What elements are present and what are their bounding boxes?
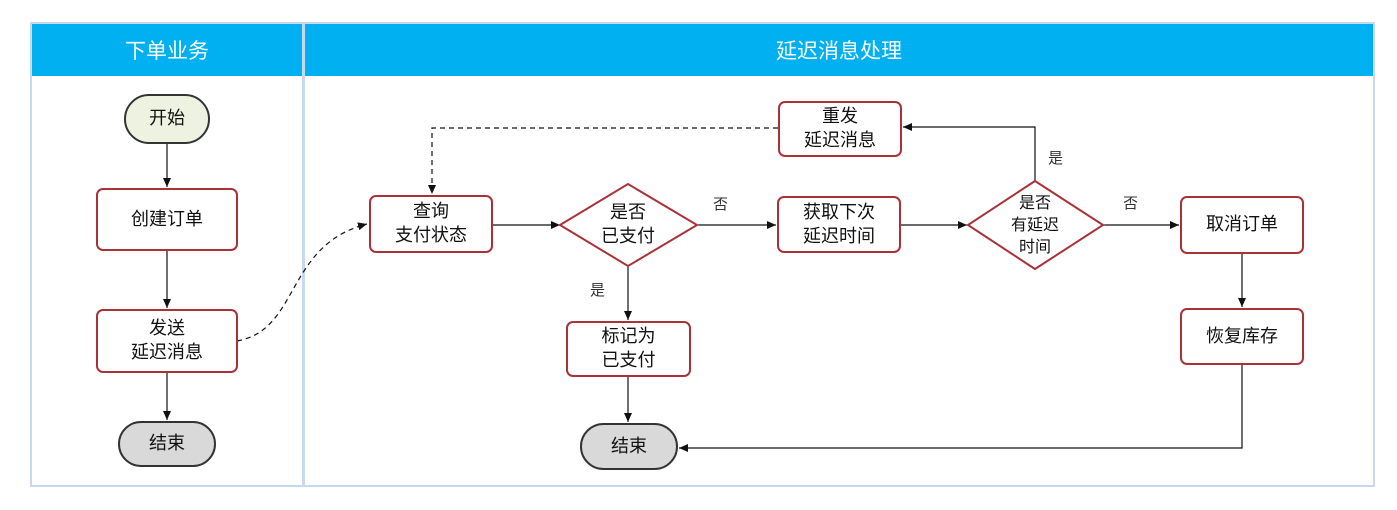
restore-stock-label: 恢复库存 (1206, 325, 1278, 347)
resend-line1: 重发 (822, 106, 858, 127)
left-end-node: 结束 (118, 421, 216, 467)
resend-line2: 延迟消息 (804, 130, 876, 151)
start-node: 开始 (124, 94, 210, 144)
edge-label-delay-yes: 是 (1048, 149, 1064, 167)
send-delay-message-node: 发送 延迟消息 (96, 309, 238, 373)
right-end-label: 结束 (611, 435, 647, 457)
mark-label-line1: 标记为 (601, 326, 656, 347)
next-delay-node: 获取下次 延迟时间 (777, 196, 901, 253)
mark-label-line2: 已支付 (601, 350, 656, 371)
delay-decision-diamond (966, 179, 1105, 271)
query-label-line2: 支付状态 (395, 225, 467, 246)
lane-divider (302, 22, 305, 487)
paid-q-line1: 是否 (610, 202, 646, 223)
edge-resend-query (428, 127, 778, 194)
paid-decision-diamond (558, 182, 699, 268)
restore-stock-node: 恢复库存 (1180, 308, 1304, 365)
edge-label-paid-no: 否 (713, 195, 729, 213)
resend-delay-node: 重发 延迟消息 (778, 101, 902, 157)
lane-header-delay: 延迟消息处理 (305, 24, 1373, 76)
edge-restore-end (679, 365, 1243, 452)
send-delay-label-line2: 延迟消息 (131, 342, 203, 363)
start-label: 开始 (149, 108, 185, 129)
edge-label-delay-no: 否 (1123, 194, 1139, 212)
paid-decision-text: 是否 已支付 (575, 196, 681, 254)
cancel-order-label: 取消订单 (1206, 214, 1278, 235)
query-label-line1: 查询 (413, 201, 449, 222)
swimlane-frame (30, 22, 1375, 487)
next-delay-line1: 获取下次 (803, 201, 875, 223)
send-delay-label-line1: 发送 (149, 318, 185, 339)
edge-hasdelay-resend (903, 123, 1036, 181)
paid-q-line2: 已支付 (601, 226, 655, 247)
next-delay-line2: 延迟时间 (803, 225, 875, 247)
cancel-order-node: 取消订单 (1180, 196, 1304, 254)
mark-paid-node: 标记为 已支付 (566, 321, 691, 377)
edge-label-paid-yes: 是 (590, 281, 606, 299)
right-end-node: 结束 (580, 423, 678, 470)
create-order-node: 创建订单 (96, 188, 238, 251)
query-payment-node: 查询 支付状态 (369, 195, 493, 253)
has-delay-line3: 时间 (1018, 237, 1051, 256)
delay-decision-text: 是否 有延迟 时间 (990, 189, 1080, 261)
has-delay-line2: 有延迟 (1010, 215, 1059, 234)
left-end-label: 结束 (149, 433, 185, 454)
create-order-label: 创建订单 (131, 208, 203, 230)
lane-header-order: 下单业务 (32, 24, 302, 76)
edge-send-query (236, 222, 368, 342)
has-delay-line1: 是否 (1018, 193, 1051, 212)
